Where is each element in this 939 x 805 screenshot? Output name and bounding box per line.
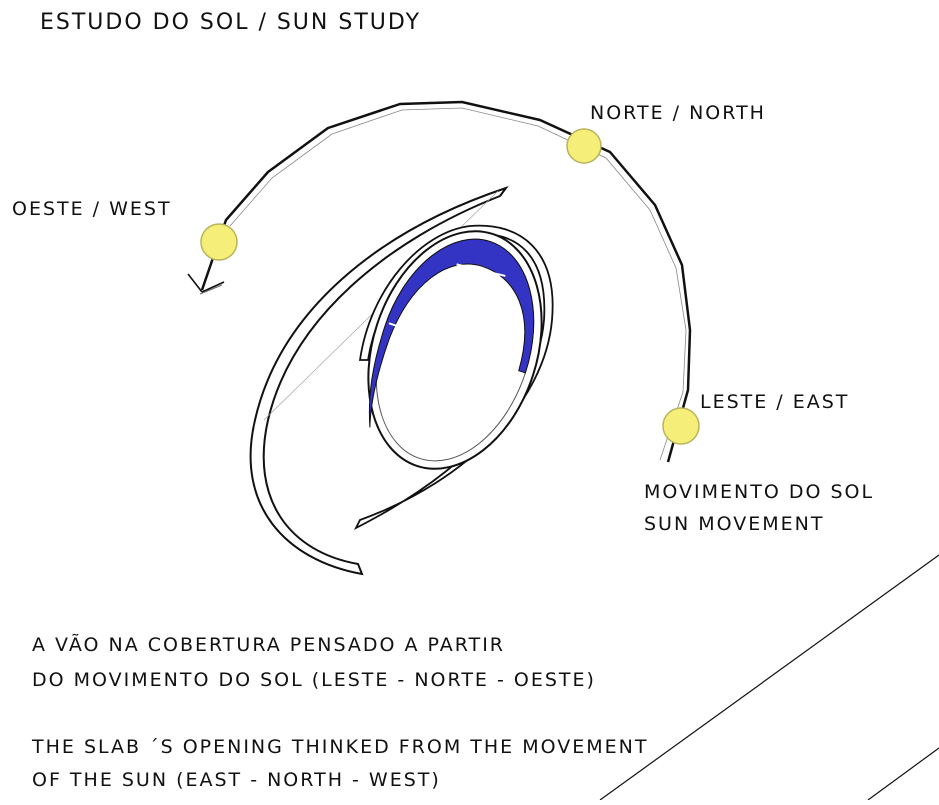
sun-path-arc	[200, 100, 692, 463]
road-line-lower	[867, 747, 939, 801]
caption-en-line1: The slab ´s opening thinked from the mov…	[32, 736, 649, 758]
label-north: NORTE / NORTH	[590, 102, 766, 124]
diagram-title: ESTUDO DO SOL / SUN STUDY	[40, 10, 422, 35]
crescent-joint-top	[456, 263, 506, 277]
road-line-upper	[599, 554, 939, 801]
sun-east-icon	[662, 407, 700, 445]
outer-curved-wall	[249, 186, 509, 576]
crescent-joint-left	[388, 322, 397, 327]
caption-pt-line2: DO MOVIMENTO DO SOL (LESTE - NORTE - OES…	[32, 669, 596, 691]
label-east: LESTE / EAST	[700, 391, 850, 413]
sun-west-icon	[200, 223, 238, 261]
caption-en-line2: of the sun (east - north - west)	[32, 769, 441, 791]
sun-north-icon	[566, 128, 602, 164]
label-movement-pt: MOVIMENTO DO SOL	[644, 481, 875, 503]
label-west: OESTE / WEST	[12, 198, 172, 220]
arrow-head-icon	[187, 273, 225, 295]
label-movement-en: SUN MOVEMENT	[644, 513, 825, 535]
caption-pt-line1: A VÃO NA COBERTURA PENSADO A PARTIR	[32, 634, 506, 656]
slab-opening-crescent	[368, 238, 535, 428]
